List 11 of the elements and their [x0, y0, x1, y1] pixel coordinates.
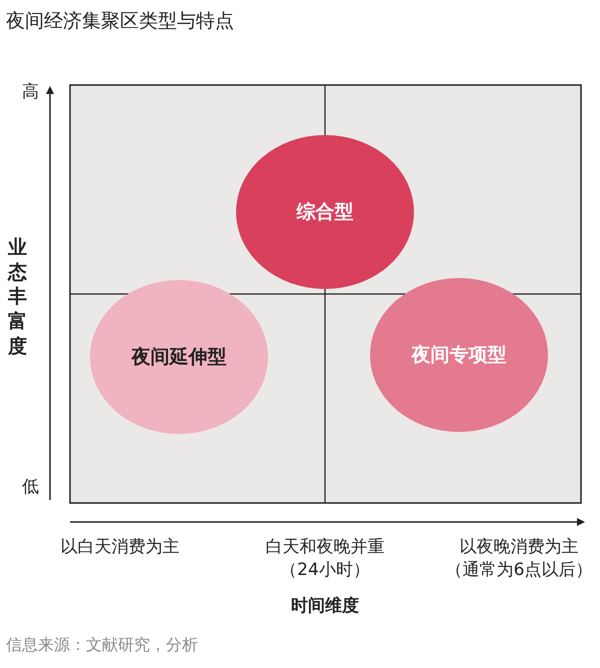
axis-tick-label: （24小时） — [280, 559, 370, 581]
axis-title: 业态丰富度 — [8, 235, 28, 359]
axis-tick-label: 低 — [22, 476, 39, 498]
chart-title: 夜间经济集聚区类型与特点 — [6, 9, 234, 34]
axis-tick-label: 以白天消费为主 — [60, 536, 180, 558]
axis-tick-label: （通常为6点以后） — [446, 559, 592, 581]
source-note: 信息来源：文献研究，分析 — [6, 635, 198, 656]
axis-title: 时间维度 — [291, 595, 359, 617]
axis-tick-label: 白天和夜晚并重 — [266, 536, 384, 558]
axis-tick-label: 以夜晚消费为主 — [460, 536, 578, 558]
axis-tick-label: 高 — [22, 81, 39, 103]
